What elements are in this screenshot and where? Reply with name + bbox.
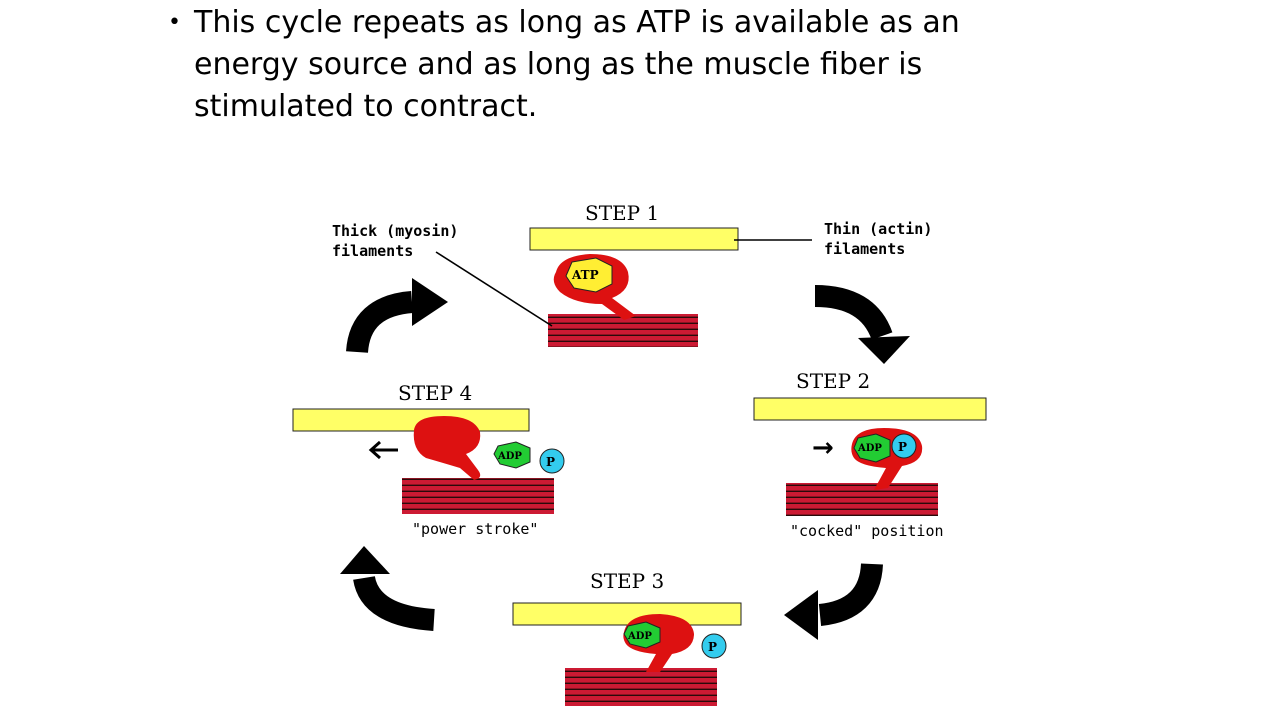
filament-labels: Thick (myosin) filaments Thin (actin) fi… xyxy=(332,220,932,327)
step-2-phosphate-molecule xyxy=(891,433,917,459)
step-4-myosin-head xyxy=(413,416,481,480)
step-4-phosphate-molecule xyxy=(539,448,565,474)
step-1-myosin-filament xyxy=(548,314,698,347)
atp-label: ATP xyxy=(571,268,599,282)
step-4-caption: "power stroke" xyxy=(412,520,538,538)
thin-filament-label-line2: filaments xyxy=(824,240,905,258)
step-3-phosphate-molecule xyxy=(701,633,727,659)
thick-filament-label-line1: Thick (myosin) xyxy=(332,222,458,240)
cycle-arrow-step1-to-step2 xyxy=(814,285,910,364)
bullet-text: This cycle repeats as long as ATP is ava… xyxy=(194,5,960,124)
step-2-group: STEP 2 ADP P → "cocked" position xyxy=(753,369,987,540)
step-3-label: STEP 3 xyxy=(590,569,664,593)
bullet-point: • This cycle repeats as long as ATP is a… xyxy=(168,2,1048,128)
step-2-phosphate-label: P xyxy=(898,440,907,454)
step-2-adp-molecule xyxy=(853,433,891,463)
step-2-adp-label: ADP xyxy=(857,443,882,454)
thick-filament-label-line2: filaments xyxy=(332,242,413,260)
step-3-adp-label: ADP xyxy=(627,631,652,642)
thin-filament-label-line1: Thin (actin) xyxy=(824,220,932,238)
cycle-arrow-step4-to-step1 xyxy=(346,278,448,354)
step-3-phosphate-label: P xyxy=(708,640,717,654)
step-4-direction-arrow xyxy=(368,440,398,460)
step-2-actin-filament xyxy=(753,397,987,421)
cycle-arrow-step2-to-step3 xyxy=(784,562,883,640)
step-4-phosphate-label: P xyxy=(546,455,555,469)
step-1-label: STEP 1 xyxy=(585,201,659,225)
step-1-group: STEP 1 ATP xyxy=(529,201,739,347)
step-3-adp-molecule xyxy=(623,621,661,649)
step-4-adp-label: ADP xyxy=(497,451,522,462)
step-2-direction-arrow: → xyxy=(812,433,834,463)
step-3-group: STEP 3 ADP P xyxy=(512,569,742,706)
step-2-label: STEP 2 xyxy=(796,369,870,393)
step-4-adp-molecule xyxy=(493,441,531,469)
step-4-actin-filament xyxy=(292,408,530,432)
atp-molecule xyxy=(565,257,613,293)
step-2-caption: "cocked" position xyxy=(790,522,944,540)
step-4-label: STEP 4 xyxy=(398,381,472,405)
step-3-myosin-filament xyxy=(565,668,717,706)
step-3-actin-filament xyxy=(512,602,742,626)
cycle-arrow-step3-to-step4 xyxy=(340,546,435,631)
step-4-myosin-filament xyxy=(402,478,554,514)
thick-filament-pointer-line xyxy=(435,251,553,327)
bullet-dot: • xyxy=(168,10,181,35)
step-2-myosin-filament xyxy=(786,483,938,516)
step-4-group: STEP 4 ADP P "power stroke" xyxy=(292,381,565,538)
step-1-actin-filament xyxy=(529,227,739,251)
